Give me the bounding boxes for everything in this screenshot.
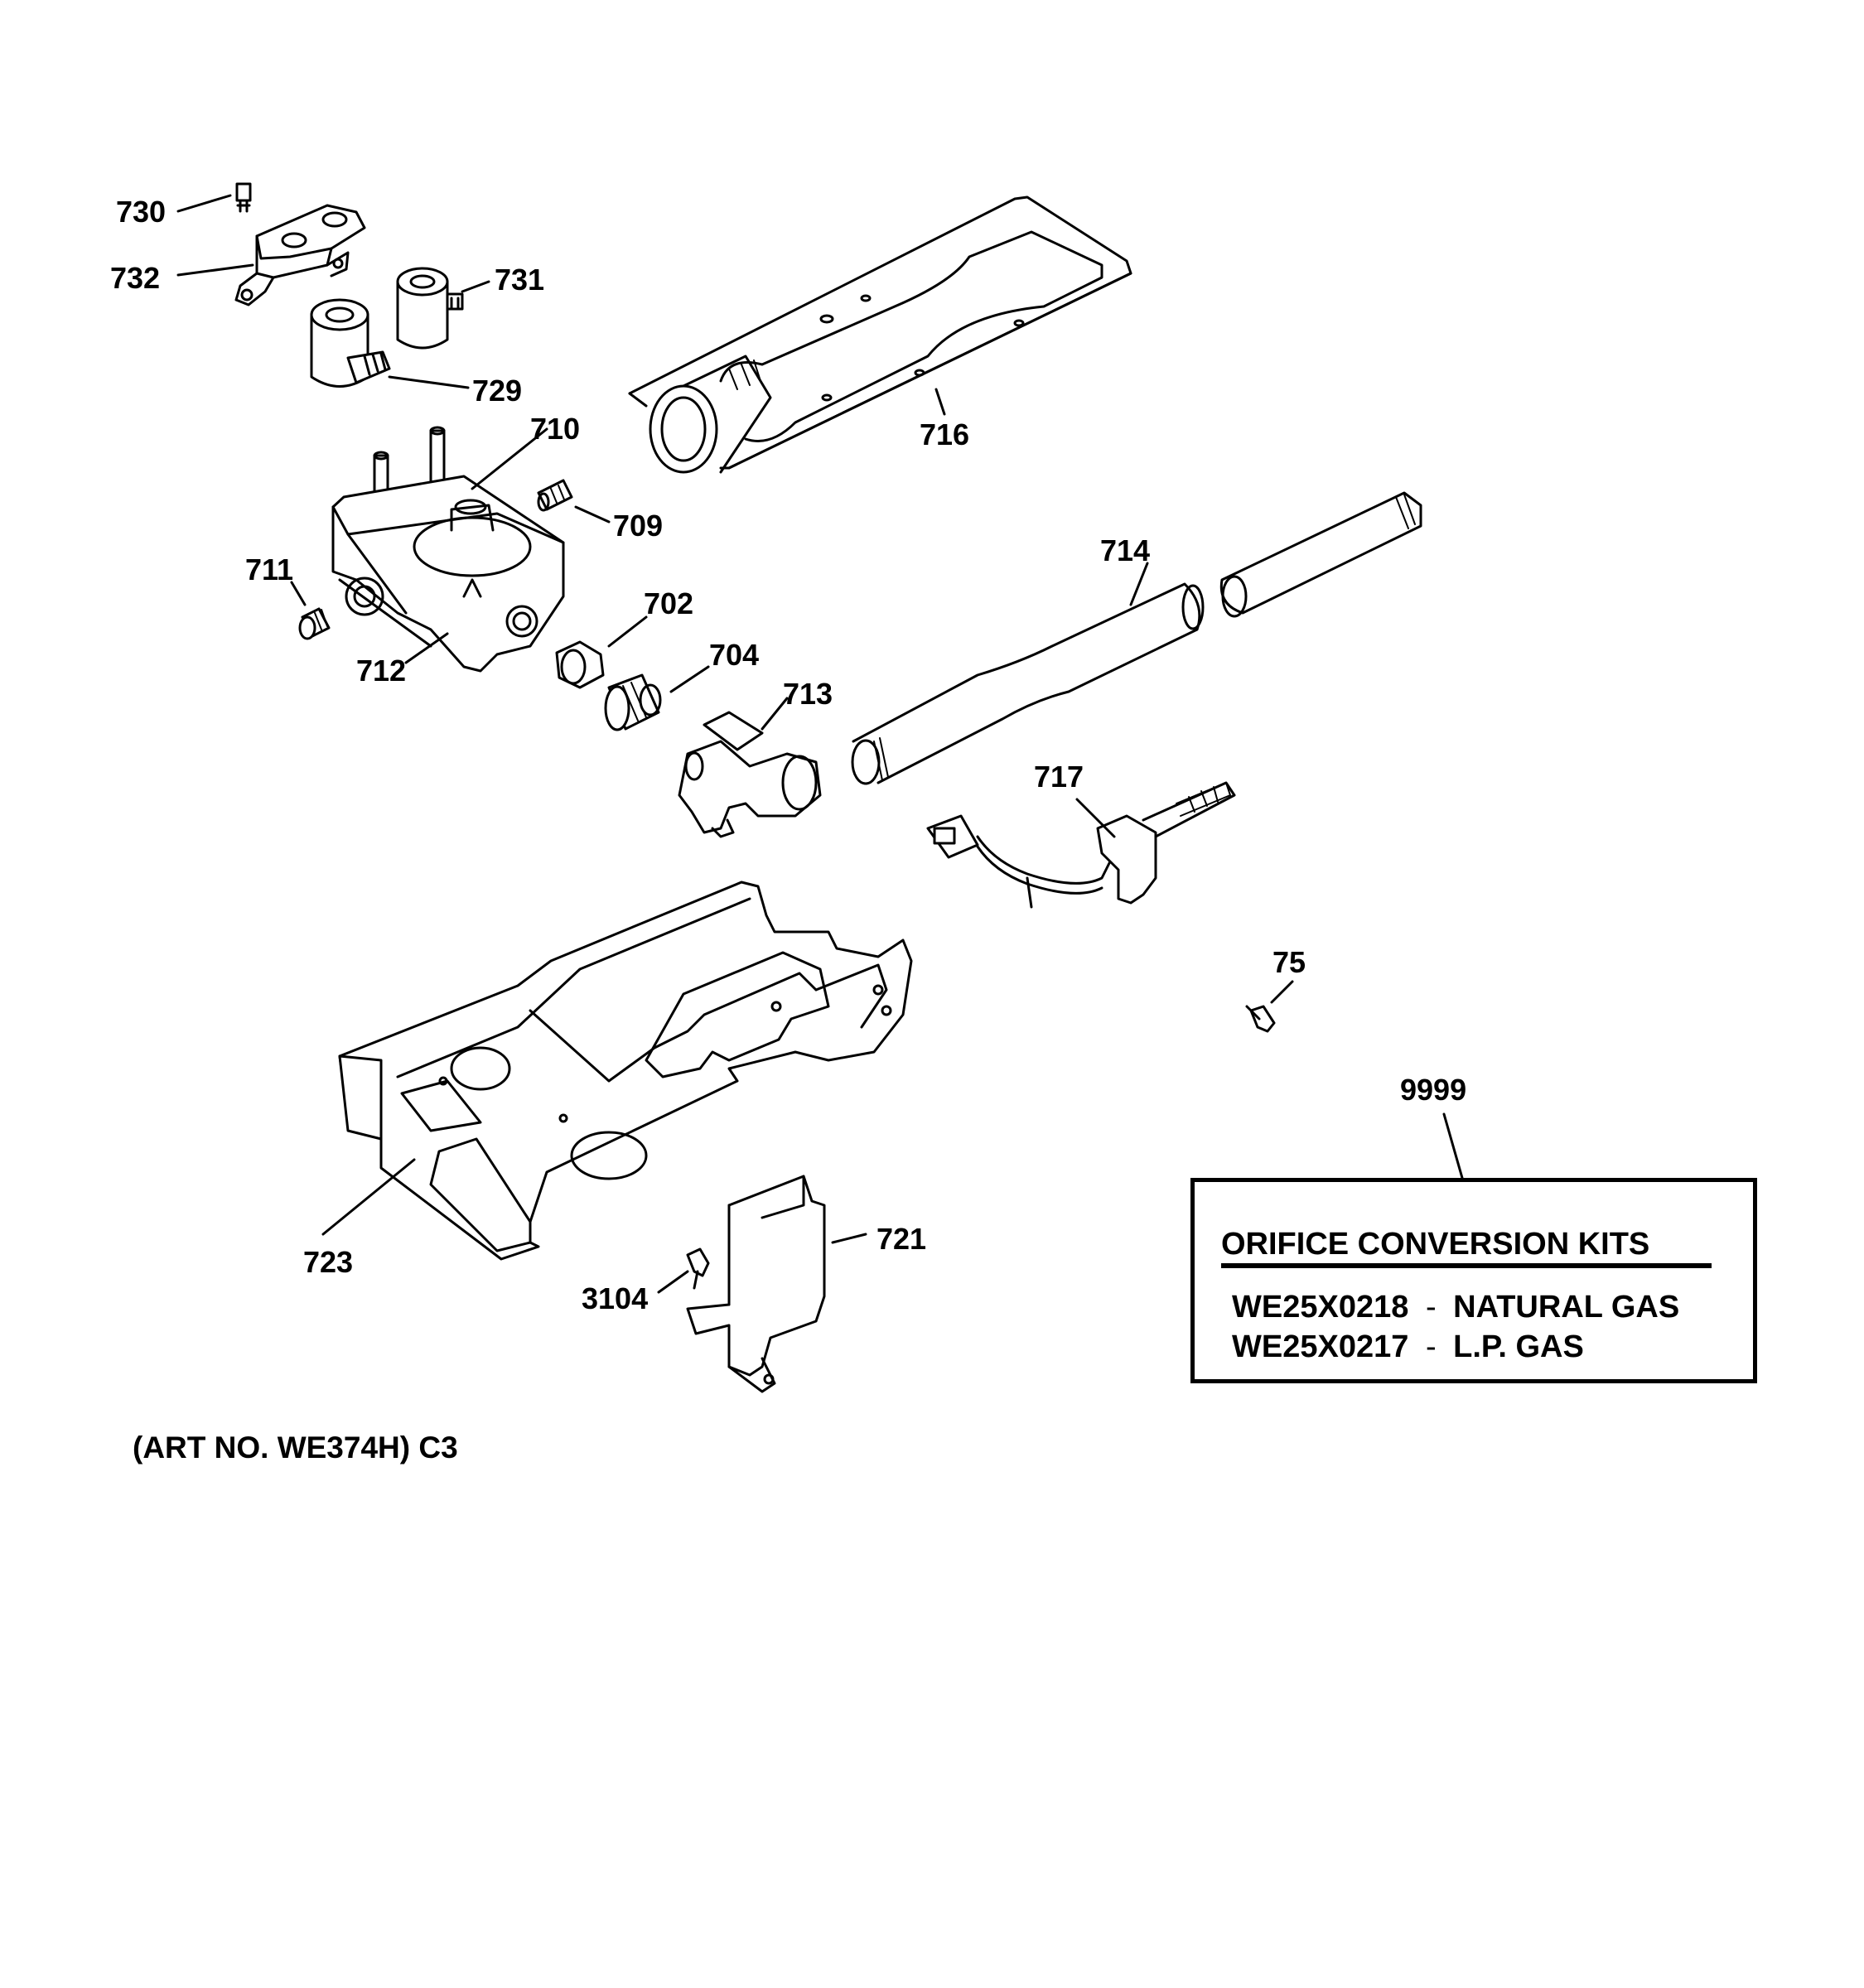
- kit-description: NATURAL GAS: [1453, 1290, 1680, 1325]
- kit-separator: -: [1425, 1290, 1437, 1325]
- orifice-kits-box: ORIFICE CONVERSION KITS WE25X0218 - NATU…: [1190, 1178, 1757, 1383]
- part-3104-screw: [686, 1247, 710, 1290]
- leader-730: [176, 194, 232, 213]
- callout-9999: 9999: [1400, 1073, 1467, 1107]
- callout-710: 710: [530, 412, 581, 446]
- leader-717: [1075, 798, 1116, 838]
- kit-box-rule: [1221, 1263, 1712, 1268]
- part-716-burner: [628, 195, 1132, 474]
- callout-704: 704: [709, 638, 760, 672]
- kit-box-title: ORIFICE CONVERSION KITS: [1221, 1227, 1650, 1262]
- kit-part-number: WE25X0217: [1232, 1329, 1409, 1364]
- callout-711: 711: [245, 552, 294, 586]
- leader-713: [761, 697, 789, 731]
- leader-710: [471, 427, 548, 490]
- leader-3104: [657, 1270, 689, 1294]
- leader-702: [607, 615, 648, 648]
- part-704-orifice: [604, 673, 662, 731]
- leader-716: [934, 388, 946, 416]
- leader-704: [669, 665, 710, 693]
- part-709-fitting: [537, 479, 573, 512]
- kit-row-natural-gas: WE25X0218 - NATURAL GAS: [1232, 1290, 1679, 1325]
- leader-729: [388, 375, 470, 389]
- kit-part-number: WE25X0218: [1232, 1290, 1409, 1325]
- part-721-plate: [686, 1175, 826, 1393]
- part-75-screw: [1245, 1005, 1276, 1033]
- callout-717: 717: [1034, 760, 1084, 794]
- callout-732: 732: [110, 261, 161, 295]
- callout-702: 702: [644, 586, 694, 620]
- leader-721: [831, 1233, 867, 1244]
- kit-row-lp-gas: WE25X0217 - L.P. GAS: [1232, 1329, 1584, 1365]
- part-702-nut: [555, 640, 605, 689]
- callout-75: 75: [1272, 945, 1306, 979]
- part-714-manifold-pipe: [851, 491, 1422, 785]
- part-729-coil: [310, 298, 391, 388]
- kit-separator: -: [1425, 1329, 1437, 1364]
- leader-732: [176, 263, 254, 277]
- leader-731: [461, 280, 490, 293]
- leader-75: [1270, 980, 1294, 1004]
- callout-729: 729: [472, 374, 523, 408]
- callout-3104: 3104: [582, 1281, 649, 1315]
- callout-712: 712: [356, 654, 407, 688]
- callout-721: 721: [876, 1222, 927, 1256]
- part-713-shutoff-valve: [678, 711, 822, 838]
- part-711-plug: [298, 607, 331, 640]
- callout-714: 714: [1100, 533, 1151, 567]
- callout-713: 713: [783, 677, 833, 711]
- part-712-gas-valve: [331, 426, 565, 673]
- leader-712: [404, 632, 449, 664]
- part-732-bracket: [234, 204, 366, 306]
- art-number: (ART NO. WE374H) C3: [133, 1431, 458, 1464]
- callout-731: 731: [495, 263, 545, 297]
- leader-9999: [1442, 1112, 1464, 1180]
- callout-730: 730: [116, 195, 167, 229]
- callout-716: 716: [920, 417, 970, 451]
- part-717-igniter: [926, 781, 1236, 909]
- part-731-coil: [396, 267, 464, 350]
- leader-714: [1129, 562, 1149, 606]
- kit-description: L.P. GAS: [1453, 1329, 1584, 1364]
- leader-723: [321, 1158, 416, 1236]
- leader-711: [290, 581, 307, 606]
- part-730-screw: [235, 182, 252, 213]
- callout-723: 723: [303, 1245, 354, 1279]
- part-723-bracket: [338, 881, 913, 1261]
- callout-709: 709: [613, 509, 664, 543]
- leader-709: [574, 505, 611, 524]
